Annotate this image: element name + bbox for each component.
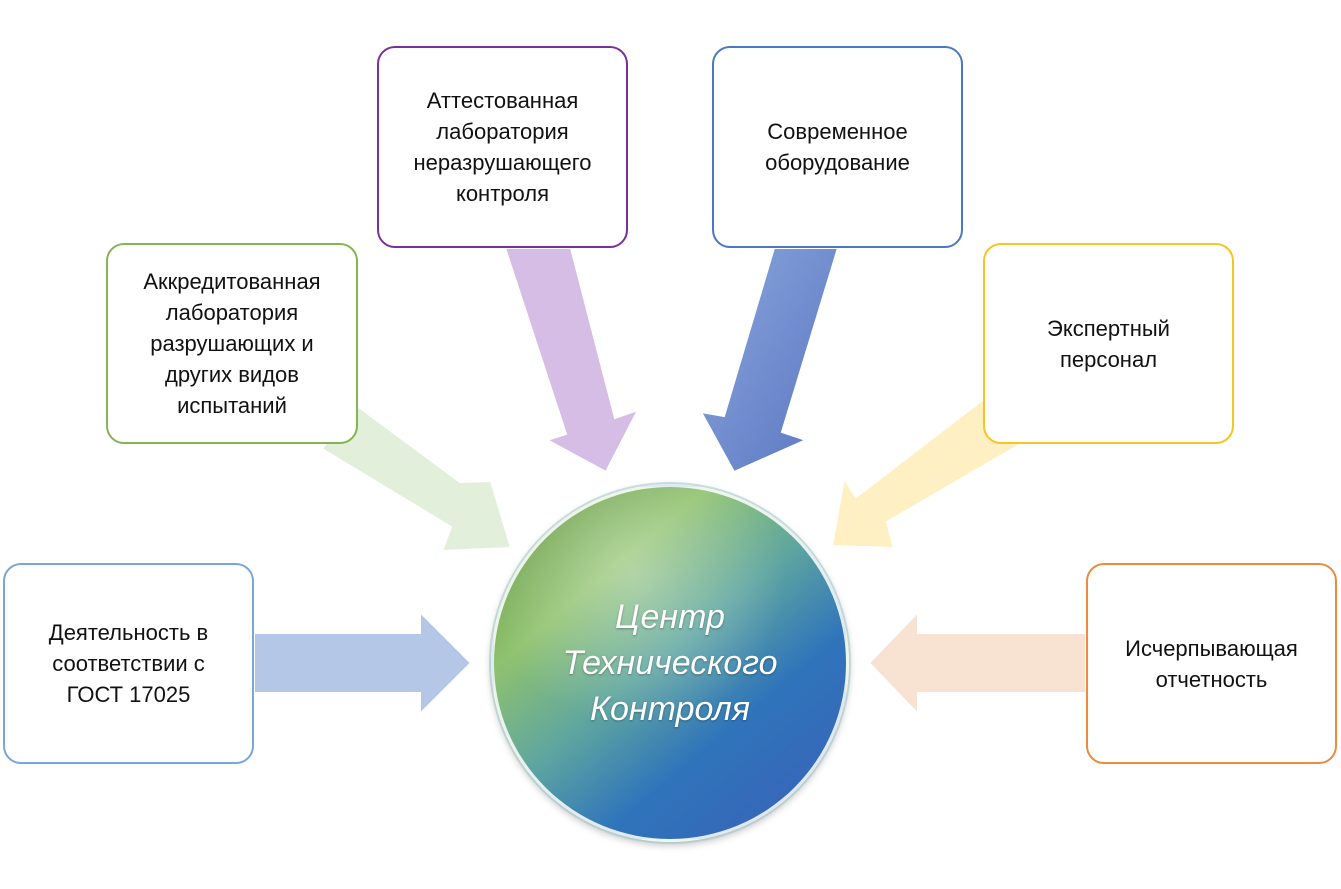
- arrow-reporting: [867, 609, 1087, 717]
- box-expert-staff-label: Экспертный персонал: [1047, 315, 1170, 372]
- arrow-gost: [253, 609, 473, 717]
- box-accredited-lab: Аккредитованная лаборатория разрушающих …: [106, 243, 358, 444]
- box-expert-staff: Экспертный персонал: [983, 243, 1234, 444]
- box-attested-lab-label: Аттестованная лаборатория неразрушающего…: [413, 88, 592, 206]
- box-modern-equipment-label: Современное оборудование: [765, 119, 910, 175]
- arrow-equipment: [699, 247, 840, 474]
- box-gost-17025: Деятельность в соответствии с ГОСТ 17025: [3, 563, 254, 764]
- arrow-accredited-lab: [320, 400, 513, 553]
- center-label: Центр Технического Контроля: [562, 598, 778, 728]
- box-reporting: Исчерпывающая отчетность: [1086, 563, 1337, 764]
- box-gost-17025-label: Деятельность в соответствии с ГОСТ 17025: [48, 620, 209, 707]
- box-accredited-lab-label: Аккредитованная лаборатория разрушающих …: [143, 269, 321, 418]
- arrow-staff: [830, 396, 1023, 550]
- box-attested-lab: Аттестованная лаборатория неразрушающего…: [377, 46, 628, 248]
- center-circle: Центр Технического Контроля: [491, 484, 849, 842]
- box-modern-equipment: Современное оборудование: [712, 46, 963, 248]
- arrow-attested-lab: [503, 247, 641, 474]
- box-reporting-label: Исчерпывающая отчетность: [1125, 635, 1298, 692]
